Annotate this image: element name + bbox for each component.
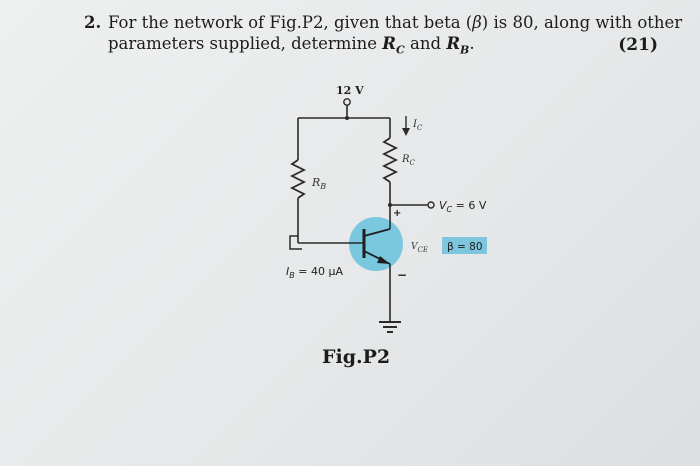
question-text-part: and [404,34,447,53]
figure-caption: Fig.P2 [322,346,391,368]
transistor-collector [363,228,391,237]
rb-label: RB [311,176,326,191]
question-text-line2: parameters supplied, determine RC and RB… [108,33,475,60]
question-number: 2. [84,13,102,32]
rb-variable: R [446,34,461,53]
ib-arrow [289,235,302,250]
ic-arrow-head [402,128,410,136]
vce-plus-sign: + [393,208,401,219]
rc-label: RC [401,154,416,167]
ib-label: IB = 40 μA [286,265,343,280]
question-text-part: parameters supplied, determine [108,34,383,53]
vc-label: VC = 6 V [439,199,487,214]
question-text-line1: For the network of Fig.P2, given that be… [108,12,682,33]
vce-label: VCE [411,242,428,254]
question-text-part: For the network of Fig.P2, given that be… [108,13,473,32]
emitter-arrow [377,256,390,264]
rc-subscript: C [396,43,405,57]
vce-minus-sign: − [397,268,407,282]
supply-voltage-label: 12 V [336,84,364,97]
question-text-part: . [469,34,475,53]
rc-resistor [381,137,399,183]
beta-badge [442,237,487,254]
rb-resistor [289,159,307,199]
vc-output-terminal [427,201,435,209]
rc-variable: R [382,34,397,53]
question-text-part: ) is 80, along with other [481,13,683,32]
supply-terminal [343,98,351,106]
beta-symbol: β [472,13,482,32]
rb-subscript: B [460,43,470,57]
beta-label: β = 80 [447,241,483,253]
question-points: (21) [618,35,658,55]
ic-label: IC [412,119,423,132]
transistor-highlight [349,217,403,271]
